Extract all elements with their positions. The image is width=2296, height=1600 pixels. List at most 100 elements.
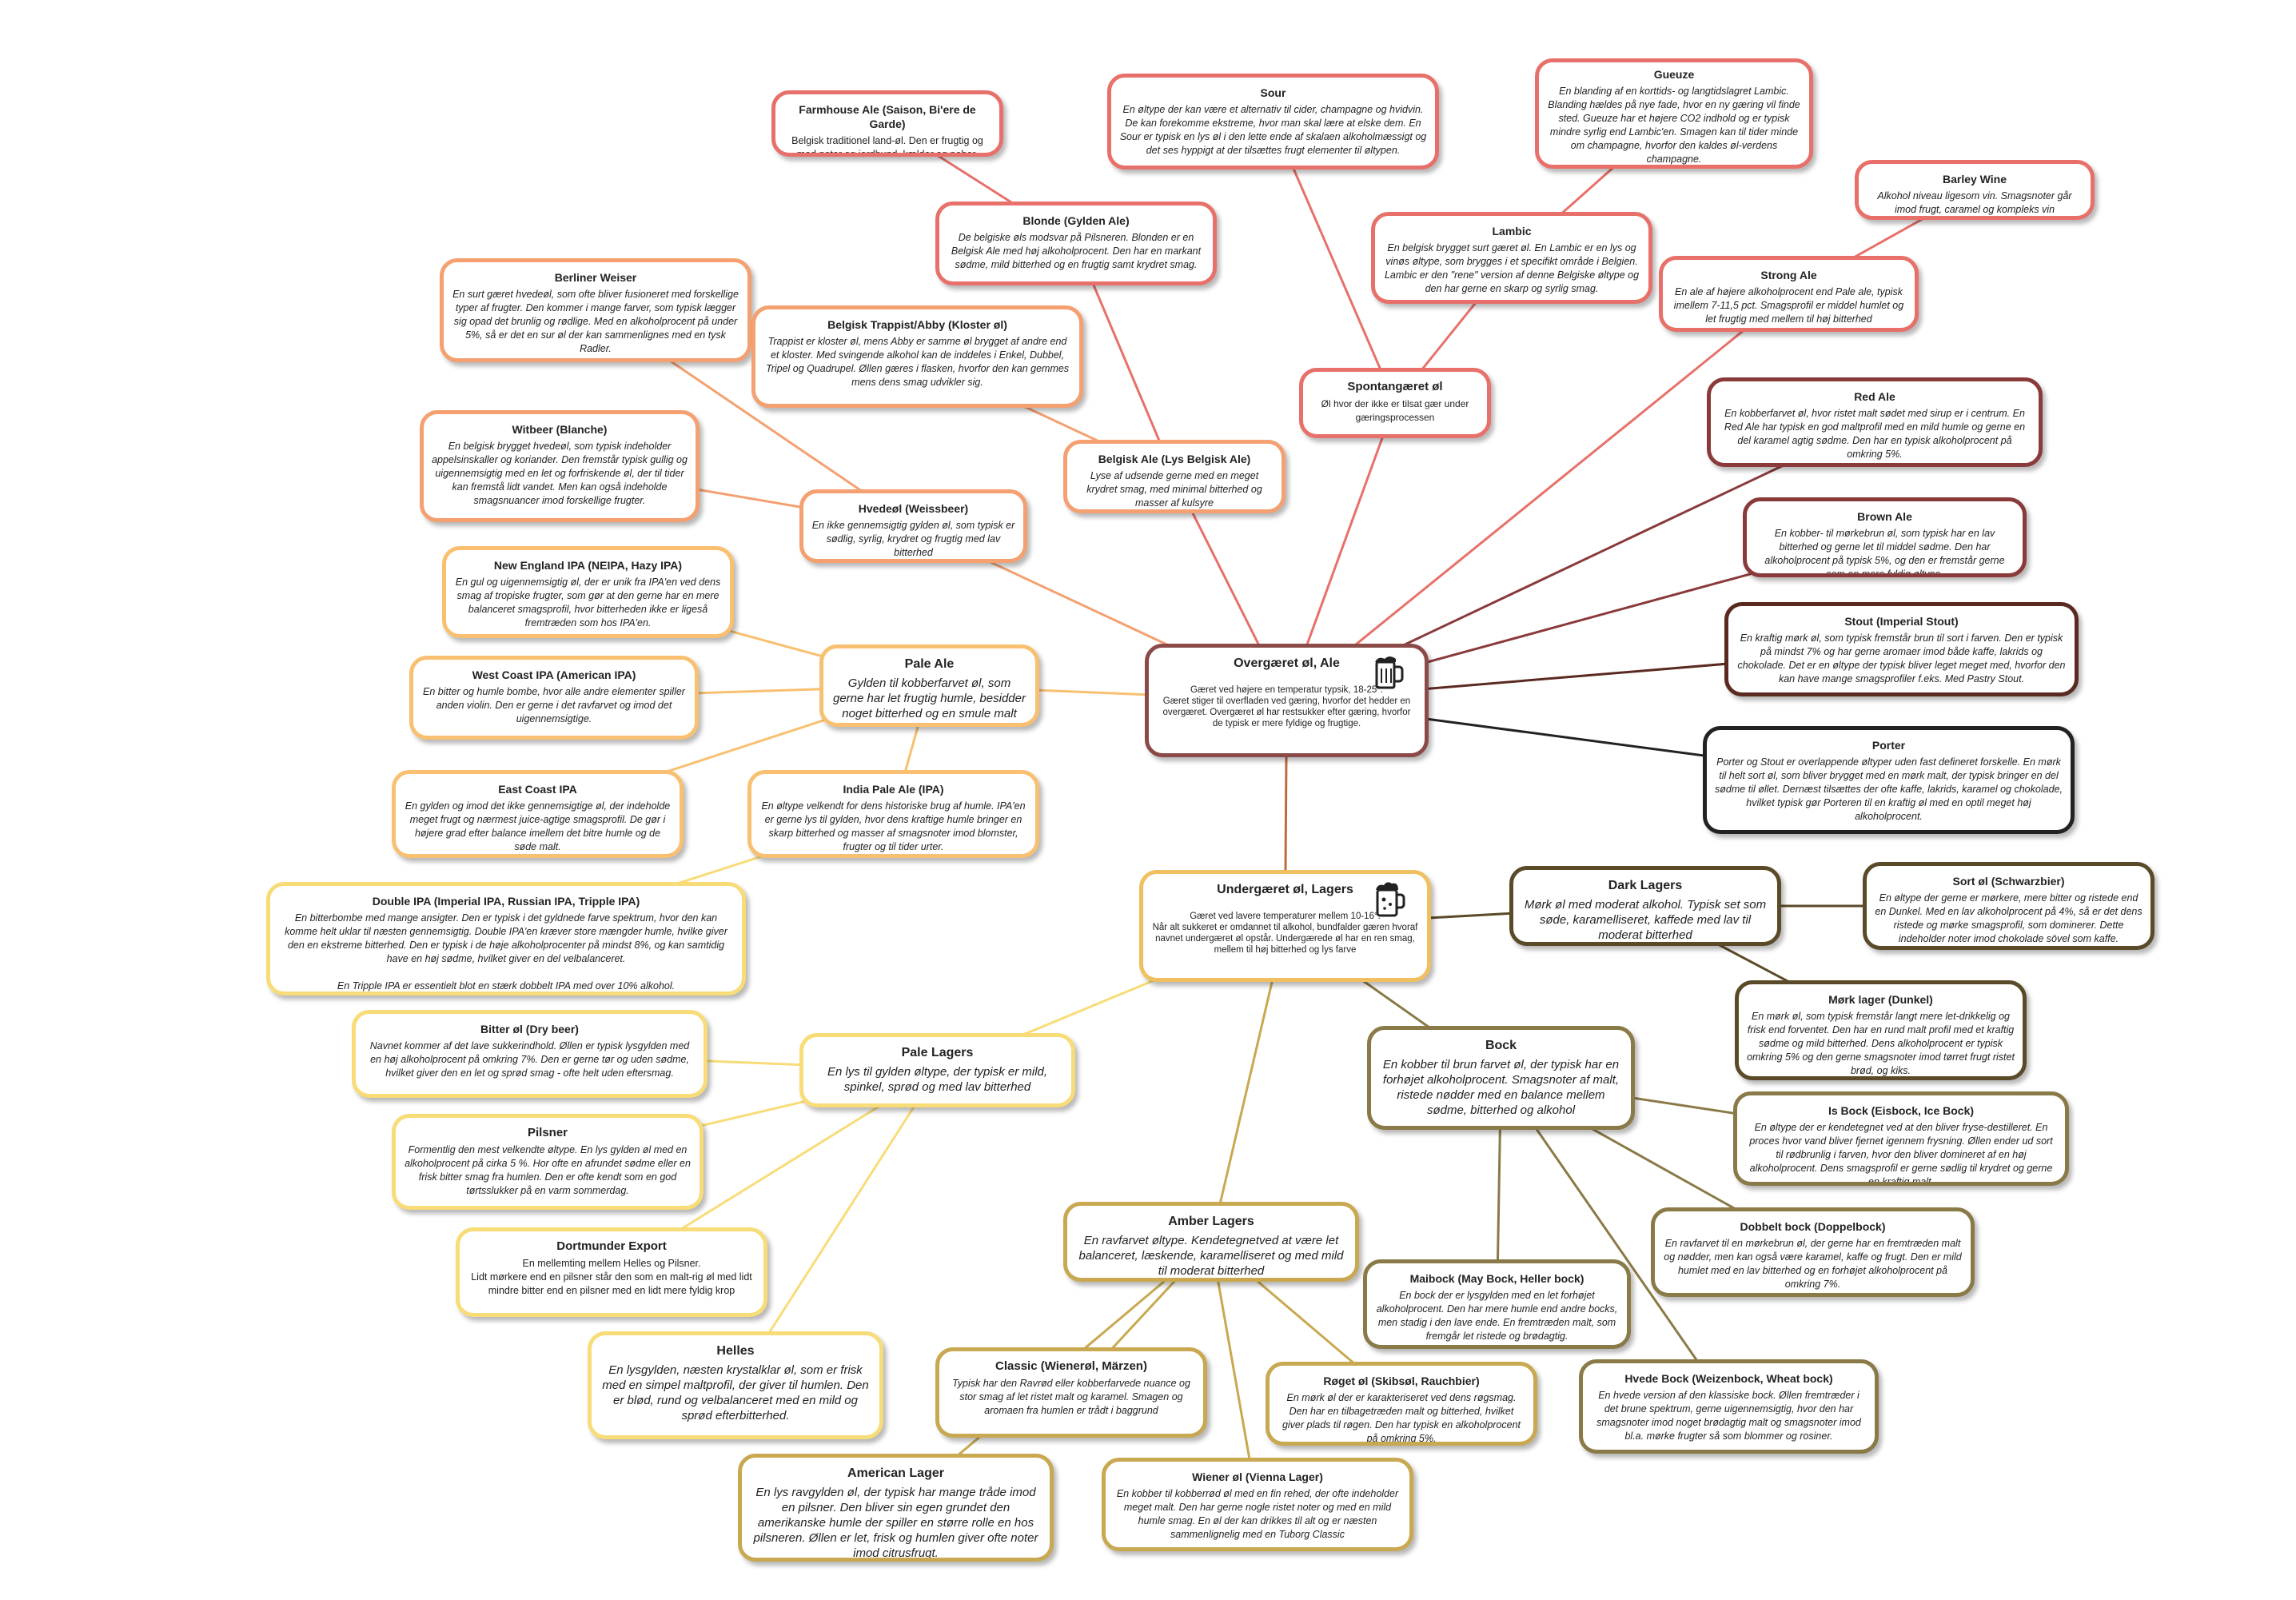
node-title: Wiener øl (Vienna Lager)	[1192, 1470, 1323, 1483]
node-belgisk-trappist[interactable]: Belgisk Trappist/Abby (Kloster øl) Trapp…	[751, 305, 1083, 408]
node-description: En kobber- til mørkebrun øl, som typisk …	[1764, 528, 2005, 577]
node-wiener-ol[interactable]: Wiener øl (Vienna Lager) En kobber til k…	[1102, 1458, 1413, 1551]
node-description: Mørk øl med moderat alkohol. Typisk set …	[1524, 898, 1767, 942]
node-description: En øltype der er kendetegnet ved at den …	[1749, 1122, 2053, 1186]
node-strong-ale[interactable]: Strong Ale En ale af højere alkoholproce…	[1659, 256, 1919, 332]
node-east-coast-ipa[interactable]: East Coast IPA En gylden og imod det ikk…	[392, 770, 684, 858]
node-hvede-bock[interactable]: Hvede Bock (Weizenbock, Wheat bock) En h…	[1579, 1359, 1879, 1454]
node-description: En øltype der gerne er mørkere, mere bit…	[1875, 892, 2143, 944]
node-stout[interactable]: Stout (Imperial Stout) En kraftig mørk ø…	[1724, 602, 2079, 696]
node-description: En kobberfarvet øl, hvor ristet malt sød…	[1724, 408, 2026, 460]
node-description: En blanding af en korttids- og langtidsl…	[1548, 86, 1800, 165]
node-title: Pilsner	[527, 1126, 568, 1139]
node-dortmunder-export[interactable]: Dortmunder Export En mellemting mellem H…	[456, 1227, 767, 1317]
node-pale-lagers[interactable]: Pale Lagers En lys til gylden øltype, de…	[799, 1033, 1075, 1107]
node-title: Hvede Bock (Weizenbock, Wheat bock)	[1624, 1372, 1833, 1385]
node-hvedeol[interactable]: Hvedeøl (Weissbeer) En ikke gennemsigtig…	[799, 489, 1027, 563]
node-title: Sour	[1260, 86, 1286, 99]
node-american-lager[interactable]: American Lager En lys ravgylden øl, der …	[738, 1454, 1054, 1562]
node-description: En ravfarvet øltype. Kendetegnetved at v…	[1078, 1234, 1344, 1278]
node-title: Double IPA (Imperial IPA, Russian IPA, T…	[372, 895, 640, 908]
node-title: East Coast IPA	[498, 783, 577, 796]
node-title: Stout (Imperial Stout)	[1844, 615, 1959, 628]
foaming-mug-icon	[1376, 882, 1405, 917]
node-red-ale[interactable]: Red Ale En kobberfarvet øl, hvor ristet …	[1707, 377, 2043, 467]
node-title: Red Ale	[1854, 390, 1895, 403]
node-sour[interactable]: Sour En øltype der kan være et alternati…	[1107, 74, 1439, 170]
node-doppelbock[interactable]: Dobbelt bock (Doppelbock) En ravfarvet t…	[1651, 1207, 1975, 1297]
node-blonde[interactable]: Blonde (Gylden Ale) De belgiske øls mods…	[935, 201, 1217, 285]
node-description: Gæret ved lavere temperaturer mellem 10-…	[1152, 912, 1418, 955]
node-gueuze[interactable]: Gueuze En blanding af en korttids- og la…	[1535, 58, 1813, 169]
node-title: Pale Ale	[904, 657, 955, 671]
beer-mug-icon	[1375, 656, 1404, 689]
node-is-bock[interactable]: Is Bock (Eisbock, Ice Bock) En øltype de…	[1733, 1091, 2069, 1186]
node-description: En mellemting mellem Helles og Pilsner. …	[471, 1258, 752, 1296]
node-description: Lyse af udsende gerne med en meget krydr…	[1086, 470, 1262, 509]
node-farmhouse-ale[interactable]: Farmhouse Ale (Saison, Bi'ere de Garde) …	[771, 90, 1003, 157]
node-title: Belgisk Trappist/Abby (Kloster øl)	[827, 318, 1007, 331]
node-amber-lagers[interactable]: Amber Lagers En ravfarvet øltype. Kendet…	[1063, 1202, 1359, 1282]
node-description: En surt gæret hvedeøl, som ofte bliver f…	[452, 289, 739, 354]
node-description: En ale af højere alkoholprocent end Pale…	[1673, 286, 1904, 325]
node-title: Overgæret øl, Ale	[1234, 656, 1340, 670]
node-description: En ikke gennemsigtig gylden øl, som typi…	[811, 520, 1015, 558]
node-bitter-ol[interactable]: Bitter øl (Dry beer) Navnet kommer af de…	[352, 1010, 708, 1098]
node-title: Bitter øl (Dry beer)	[480, 1023, 579, 1035]
node-double-ipa[interactable]: Double IPA (Imperial IPA, Russian IPA, T…	[266, 882, 746, 996]
node-title: Maibock (May Bock, Heller bock)	[1409, 1272, 1584, 1285]
node-description: En gylden og imod det ikke gennemsigtige…	[405, 800, 671, 852]
node-description: De belgiske øls modsvar på Pilsneren. Bl…	[951, 232, 1202, 270]
node-dark-lagers[interactable]: Dark Lagers Mørk øl med moderat alkohol.…	[1509, 866, 1781, 946]
node-lambic[interactable]: Lambic En belgisk brygget surt gæret øl.…	[1371, 212, 1652, 304]
node-title: India Pale Ale (IPA)	[843, 783, 944, 796]
node-maibock[interactable]: Maibock (May Bock, Heller bock) En bock …	[1363, 1259, 1631, 1349]
hub-undergaeret-lagers[interactable]: Undergæret øl, Lagers Gæret ved lavere t…	[1139, 870, 1431, 982]
node-title: Lambic	[1492, 225, 1532, 237]
node-dunkel[interactable]: Mørk lager (Dunkel) En mørk øl, som typi…	[1735, 980, 2027, 1080]
node-spontangaeret[interactable]: Spontangæret øl Øl hvor der ikke er tils…	[1299, 368, 1491, 438]
node-pilsner[interactable]: Pilsner Formentlig den mest velkendte øl…	[392, 1114, 704, 1210]
node-description: En bock der er lysgylden med en let forh…	[1376, 1290, 1618, 1342]
node-description: En mørk øl, som typisk fremstår langt me…	[1747, 1011, 2015, 1076]
node-description: En lys til gylden øltype, der typisk er …	[827, 1065, 1048, 1094]
node-description: En kobber til kobberrød øl med en fin re…	[1116, 1488, 1399, 1540]
node-belgisk-ale[interactable]: Belgisk Ale (Lys Belgisk Ale) Lyse af ud…	[1063, 440, 1286, 513]
node-bock[interactable]: Bock En kobber til brun farvet øl, der t…	[1367, 1026, 1635, 1130]
node-title: West Coast IPA (American IPA)	[472, 668, 636, 681]
node-barley-wine[interactable]: Barley Wine Alkohol niveau ligesom vin. …	[1855, 160, 2095, 220]
node-description: En kraftig mørk øl, som typisk fremstår …	[1737, 632, 2066, 684]
node-pale-ale[interactable]: Pale Ale Gylden til kobberfarvet øl, som…	[819, 644, 1039, 727]
node-india-pale-ale[interactable]: India Pale Ale (IPA) En øltype velkendt …	[747, 770, 1039, 858]
node-description: En belgisk brygget surt gæret øl. En Lam…	[1384, 242, 1640, 294]
hub-overgaeret-ale[interactable]: Overgæret øl, Ale Gæret ved højere en te…	[1145, 644, 1429, 757]
node-berliner-weiser[interactable]: Berliner Weiser En surt gæret hvedeøl, s…	[440, 258, 751, 362]
node-description: En bitterbombe med mange ansigter. Den e…	[285, 912, 727, 992]
node-description: En lys ravgylden øl, der typisk har mang…	[753, 1486, 1038, 1560]
node-title: Hvedeøl (Weissbeer)	[858, 502, 969, 515]
node-title: Farmhouse Ale (Saison, Bi'ere de Garde)	[799, 103, 976, 130]
node-neipa[interactable]: New England IPA (NEIPA, Hazy IPA) En gul…	[442, 546, 734, 638]
connection-ale-strongale	[1286, 293, 1790, 702]
node-title: Pale Lagers	[901, 1046, 974, 1059]
node-description: En ravfarvet til en mørkebrun øl, der ge…	[1664, 1238, 1962, 1290]
node-roget-ol[interactable]: Røget øl (Skibsøl, Rauchbier) En mørk øl…	[1266, 1362, 1537, 1446]
node-witbeer[interactable]: Witbeer (Blanche) En belgisk brygget hve…	[420, 410, 700, 522]
node-description: En lysgylden, næsten krystalklar øl, som…	[602, 1363, 869, 1422]
node-sort-ol[interactable]: Sort øl (Schwarzbier) En øltype der gern…	[1863, 862, 2154, 950]
node-helles[interactable]: Helles En lysgylden, næsten krystalklar …	[588, 1331, 883, 1439]
node-classic-wienerol[interactable]: Classic (Wienerøl, Märzen) Typisk har de…	[935, 1347, 1207, 1438]
node-west-coast-ipa[interactable]: West Coast IPA (American IPA) En bitter …	[409, 656, 699, 740]
node-brown-ale[interactable]: Brown Ale En kobber- til mørkebrun øl, s…	[1743, 497, 2027, 577]
node-description: En bitter og humle bombe, hvor alle andr…	[423, 686, 685, 724]
node-description: En mørk øl der er karakteriseret ved den…	[1282, 1392, 1521, 1444]
node-description: En øltype velkendt for dens historiske b…	[761, 800, 1026, 852]
node-description: En kobber til brun farvet øl, der typisk…	[1382, 1058, 1620, 1117]
node-title: Porter	[1871, 739, 1906, 752]
node-title: Is Bock (Eisbock, Ice Bock)	[1828, 1104, 1975, 1117]
node-description: Trappist er kloster øl, mens Abby er sam…	[765, 336, 1070, 388]
node-description: En hvede version af den klassiske bock. …	[1596, 1390, 1861, 1442]
node-description: Navnet kommer af det lave sukkerindhold.…	[369, 1040, 690, 1079]
node-porter[interactable]: Porter Porter og Stout er overlappende ø…	[1703, 726, 2075, 834]
node-description: Porter og Stout er overlappende øltyper …	[1715, 756, 2063, 822]
